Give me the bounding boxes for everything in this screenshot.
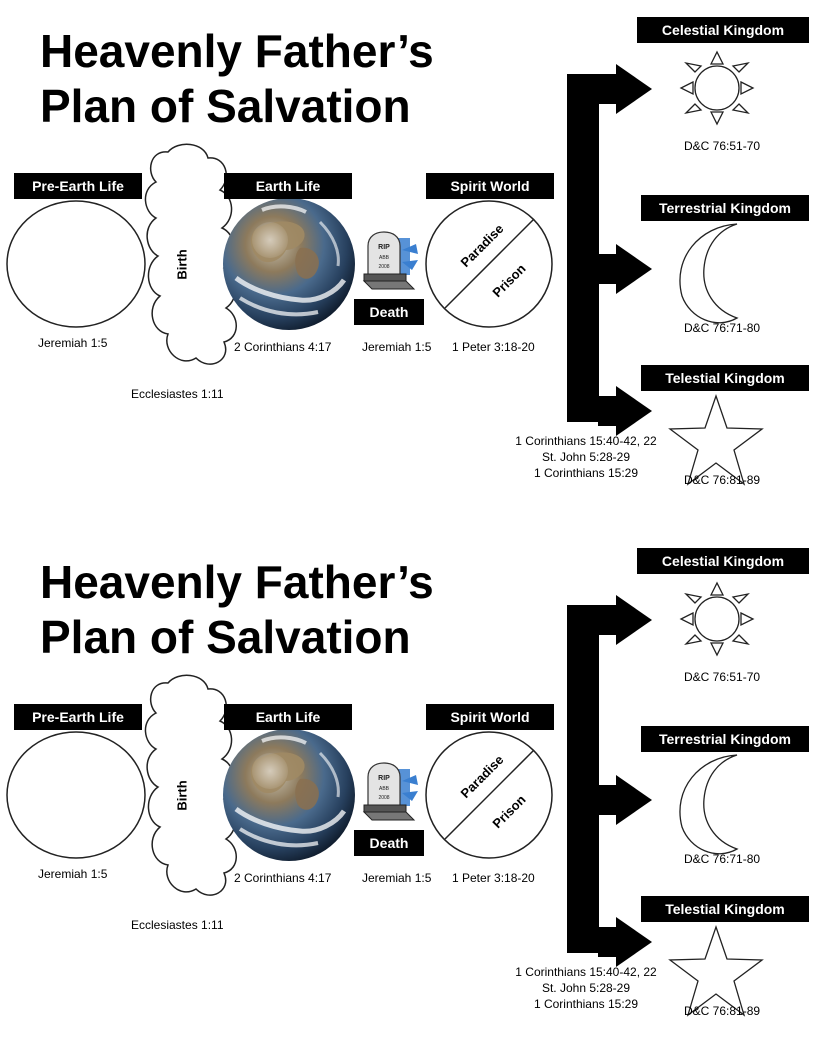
spirit-world-label: Spirit World — [426, 704, 554, 730]
pre-earth-life-label: Pre-Earth Life — [14, 704, 142, 730]
resurrection-reference-1: 1 Corinthians 15:40-42, 22 — [515, 965, 657, 979]
star-icon — [668, 394, 764, 486]
judgment-arrow — [567, 64, 652, 436]
spirit-world-reference: 1 Peter 3:18-20 — [452, 340, 535, 354]
telestial-kingdom-label: Telestial Kingdom — [641, 896, 809, 922]
spirit-world-reference: 1 Peter 3:18-20 — [452, 871, 535, 885]
celestial-kingdom-label: Celestial Kingdom — [637, 17, 809, 43]
spirit-world-label: Spirit World — [426, 173, 554, 199]
earth-life-label: Earth Life — [224, 173, 352, 199]
tombstone-line2-text: ABB — [379, 786, 390, 792]
telestial-kingdom-label: Telestial Kingdom — [641, 365, 809, 391]
death-label: Death — [354, 830, 424, 856]
diagram-title-line-1: Heavenly Father’s — [40, 556, 434, 608]
celestial-reference: D&C 76:51-70 — [684, 670, 761, 684]
tombstone-line2-text: ABB — [379, 255, 390, 261]
terrestrial-reference: D&C 76:71-80 — [684, 321, 761, 335]
earth-globe — [223, 198, 355, 330]
pre-earth-circle — [6, 200, 146, 328]
death-reference: Jeremiah 1:5 — [362, 340, 432, 354]
celestial-kingdom-label: Celestial Kingdom — [637, 548, 809, 574]
tombstone-rip-text: RIP — [378, 244, 390, 251]
telestial-reference: D&C 76:81-89 — [684, 473, 761, 487]
resurrection-judgment-label: Resurrection & Final Judgment — [574, 154, 590, 333]
death-label: Death — [354, 299, 424, 325]
pre-earth-reference: Jeremiah 1:5 — [38, 867, 108, 881]
tombstone-line3-text: 2008 — [378, 795, 389, 801]
resurrection-reference-1: 1 Corinthians 15:40-42, 22 — [515, 434, 657, 448]
diagram-title-line-2: Plan of Salvation — [40, 80, 411, 132]
celestial-reference: D&C 76:51-70 — [684, 139, 761, 153]
sun-icon — [679, 50, 755, 126]
birth-label: Birth — [174, 780, 190, 811]
earth-life-label: Earth Life — [224, 704, 352, 730]
moon-icon — [679, 754, 739, 855]
moon-icon — [679, 223, 739, 324]
earth-globe — [223, 729, 355, 861]
diagram-graphics: RIP ABB 2008 — [6, 581, 764, 1017]
birth-reference: Ecclesiastes 1:11 — [131, 387, 224, 401]
diagram-panel-1: RIP ABB 2008 — [0, 0, 816, 528]
pre-earth-life-label: Pre-Earth Life — [14, 173, 142, 199]
paradise-prison-divider — [444, 749, 535, 840]
diagram-title-line-2: Plan of Salvation — [40, 611, 411, 663]
tombstone-rip-text: RIP — [378, 775, 390, 782]
star-icon — [668, 925, 764, 1017]
tombstone-icon: RIP ABB 2008 — [362, 231, 418, 290]
tombstone-line3-text: 2008 — [378, 264, 389, 270]
resurrection-reference-2: St. John 5:28-29 — [541, 450, 631, 464]
birth-label: Birth — [174, 249, 190, 280]
earth-reference: 2 Corinthians 4:17 — [234, 871, 332, 885]
terrestrial-reference: D&C 76:71-80 — [684, 852, 761, 866]
pre-earth-circle — [6, 731, 146, 859]
spirit-world-circle — [425, 200, 553, 328]
tombstone-icon: RIP ABB 2008 — [362, 762, 418, 821]
diagram-title-line-1: Heavenly Father’s — [40, 25, 434, 77]
earth-reference: 2 Corinthians 4:17 — [234, 340, 332, 354]
resurrection-reference-2: St. John 5:28-29 — [541, 981, 631, 995]
judgment-arrow — [567, 595, 652, 967]
resurrection-reference-3: 1 Corinthians 15:29 — [533, 466, 639, 480]
diagram-panel-2: RIP ABB 2008 — [0, 531, 816, 1059]
birth-cloud-shape — [144, 674, 237, 896]
terrestrial-kingdom-label: Terrestrial Kingdom — [641, 726, 809, 752]
spirit-world-circle — [425, 731, 553, 859]
diagram-graphics: RIP ABB 2008 — [6, 50, 764, 486]
paradise-prison-divider — [444, 218, 535, 309]
death-reference: Jeremiah 1:5 — [362, 871, 432, 885]
terrestrial-kingdom-label: Terrestrial Kingdom — [641, 195, 809, 221]
birth-cloud-shape — [144, 143, 237, 365]
birth-reference: Ecclesiastes 1:11 — [131, 918, 224, 932]
resurrection-reference-3: 1 Corinthians 15:29 — [533, 997, 639, 1011]
sun-icon — [679, 581, 755, 657]
resurrection-judgment-label: Resurrection & Final Judgment — [574, 685, 590, 864]
pre-earth-reference: Jeremiah 1:5 — [38, 336, 108, 350]
telestial-reference: D&C 76:81-89 — [684, 1004, 761, 1018]
